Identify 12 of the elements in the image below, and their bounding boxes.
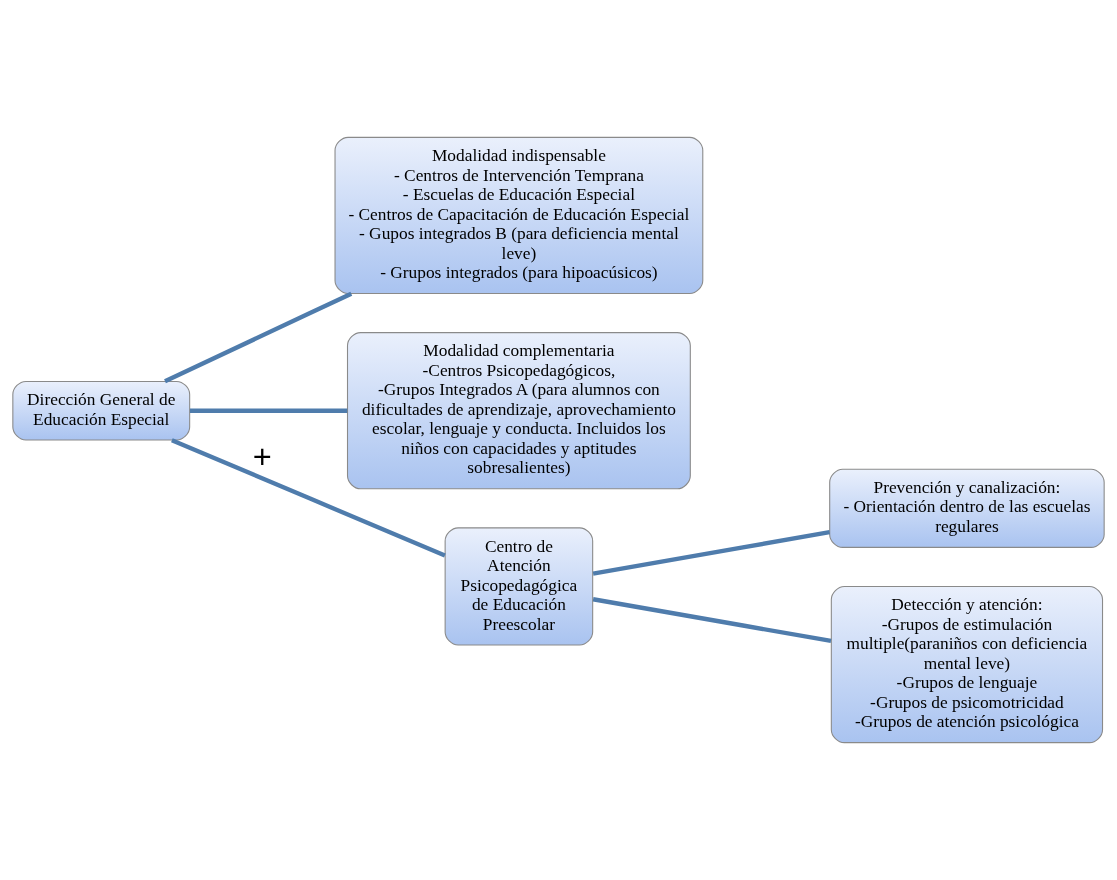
connector [189, 408, 348, 413]
node-box: Dirección General de Educación Especial [12, 380, 191, 441]
connector [592, 597, 832, 644]
connector [171, 438, 446, 558]
connector [164, 291, 353, 384]
connector [592, 530, 830, 576]
edge-label: + [252, 439, 272, 476]
node-box: Centro de Atención Psicopedagógica de Educación Preescolar [444, 527, 594, 646]
node-box: Modalidad complementaria -Centros Psicopedagógicos, -Grupos Integrados A (para alumnos con dificultades de aprendizaje, aprovechamiento escolar, lenguaje y conducta. Incluidos los niños con capacidades y aptitudes sobresalientes) [346, 332, 691, 490]
node-box: Modalidad indispensable - Centros de Intervención Temprana - Escuelas de Educación Especial - Centros de Capacitación de Educación Especial - Gupos integrados B (para deficiencia mental leve) - Grupos integrados (para hipoacúsicos) [334, 136, 704, 295]
node-box: Prevención y canalización: - Orientación dentro de las escuelas regulares [829, 468, 1105, 548]
node-box: Detección y atención: -Grupos de estimulación multiple(paraniños con deficiencia mental leve) -Grupos de lenguaje -Grupos de psicomotricidad -Grupos de atención psicológica [830, 585, 1104, 744]
